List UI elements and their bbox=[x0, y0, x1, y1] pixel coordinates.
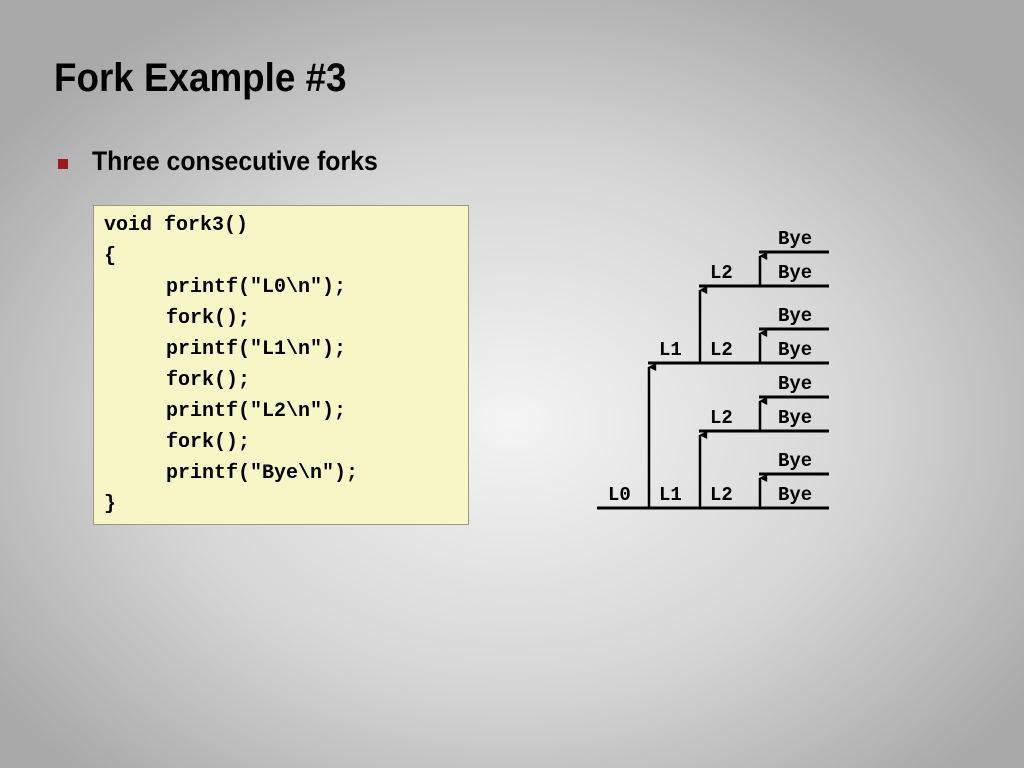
label-bye-1: Bye bbox=[778, 484, 812, 506]
label-l2-child-a: L2 bbox=[710, 407, 733, 429]
label-bye-2: Bye bbox=[778, 450, 812, 472]
bullet-marker bbox=[58, 159, 68, 169]
label-bye-5: Bye bbox=[778, 339, 812, 361]
label-l0: L0 bbox=[608, 484, 631, 506]
label-l2-child-c: L2 bbox=[710, 262, 733, 284]
label-bye-6: Bye bbox=[778, 305, 812, 327]
code-line-5: printf("L1\n"); bbox=[166, 338, 347, 361]
label-l2-main: L2 bbox=[710, 484, 733, 506]
code-line-8: fork(); bbox=[166, 431, 251, 454]
code-line-4: fork(); bbox=[166, 307, 251, 330]
code-line-10: } bbox=[104, 493, 117, 516]
slide-title: Fork Example #3 bbox=[54, 56, 347, 100]
bullet-text: Three consecutive forks bbox=[92, 146, 378, 176]
label-l1-main: L1 bbox=[659, 484, 682, 506]
code-line-1: void fork3() bbox=[104, 214, 249, 237]
label-bye-8: Bye bbox=[778, 228, 812, 250]
label-bye-7: Bye bbox=[778, 262, 812, 284]
code-block: void fork3() { printf("L0\n"); fork(); p… bbox=[93, 205, 469, 525]
label-l2-child-b: L2 bbox=[710, 339, 733, 361]
code-line-7: printf("L2\n"); bbox=[166, 400, 347, 423]
code-line-6: fork(); bbox=[166, 369, 251, 392]
code-line-2: { bbox=[104, 245, 117, 268]
code-line-9: printf("Bye\n"); bbox=[166, 462, 359, 485]
label-l1-child: L1 bbox=[659, 339, 682, 361]
label-bye-3: Bye bbox=[778, 407, 812, 429]
label-bye-4: Bye bbox=[778, 373, 812, 395]
code-line-3: printf("L0\n"); bbox=[166, 276, 347, 299]
